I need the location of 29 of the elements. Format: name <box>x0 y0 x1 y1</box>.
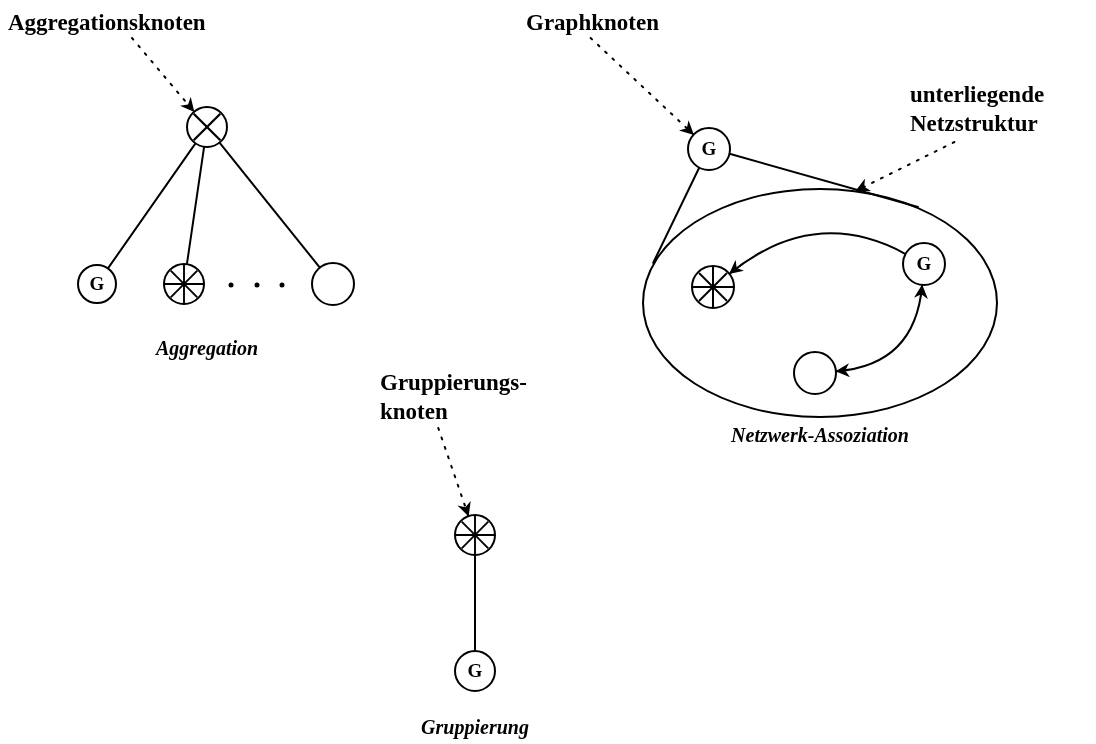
connector-line <box>219 142 321 268</box>
dotted-arrow <box>855 141 956 192</box>
aggregation-node <box>186 106 228 148</box>
diagram-caption: Gruppierung <box>420 715 530 741</box>
dotted-arrow <box>131 37 195 112</box>
arrow <box>729 232 906 275</box>
connector-line <box>107 143 196 269</box>
connector-line <box>186 146 205 265</box>
dotted-arrow <box>589 37 694 135</box>
graph-node: G <box>454 650 496 692</box>
empty-node <box>793 351 837 395</box>
connector-line <box>474 555 476 651</box>
callout-text: Gruppierungs- knoten <box>380 368 550 428</box>
diagram-caption: Aggregation <box>154 336 260 362</box>
grouping-node <box>163 263 205 305</box>
connector-line <box>652 167 700 264</box>
graph-node: G <box>902 242 946 286</box>
grouping-node <box>454 514 496 556</box>
callout-text: Aggregationsknoten <box>8 6 258 38</box>
graph-node: G <box>77 264 117 304</box>
network-ellipse <box>642 188 998 418</box>
grouping-node <box>691 265 735 309</box>
callout-text: unterliegende Netzstruktur <box>910 80 1080 142</box>
dotted-arrow <box>437 427 471 517</box>
connector-line <box>729 153 919 208</box>
empty-node <box>311 262 355 306</box>
arrow <box>835 284 928 377</box>
diagram-caption: Netzwerk-Assoziation <box>730 423 910 448</box>
graph-node: G <box>687 127 731 171</box>
